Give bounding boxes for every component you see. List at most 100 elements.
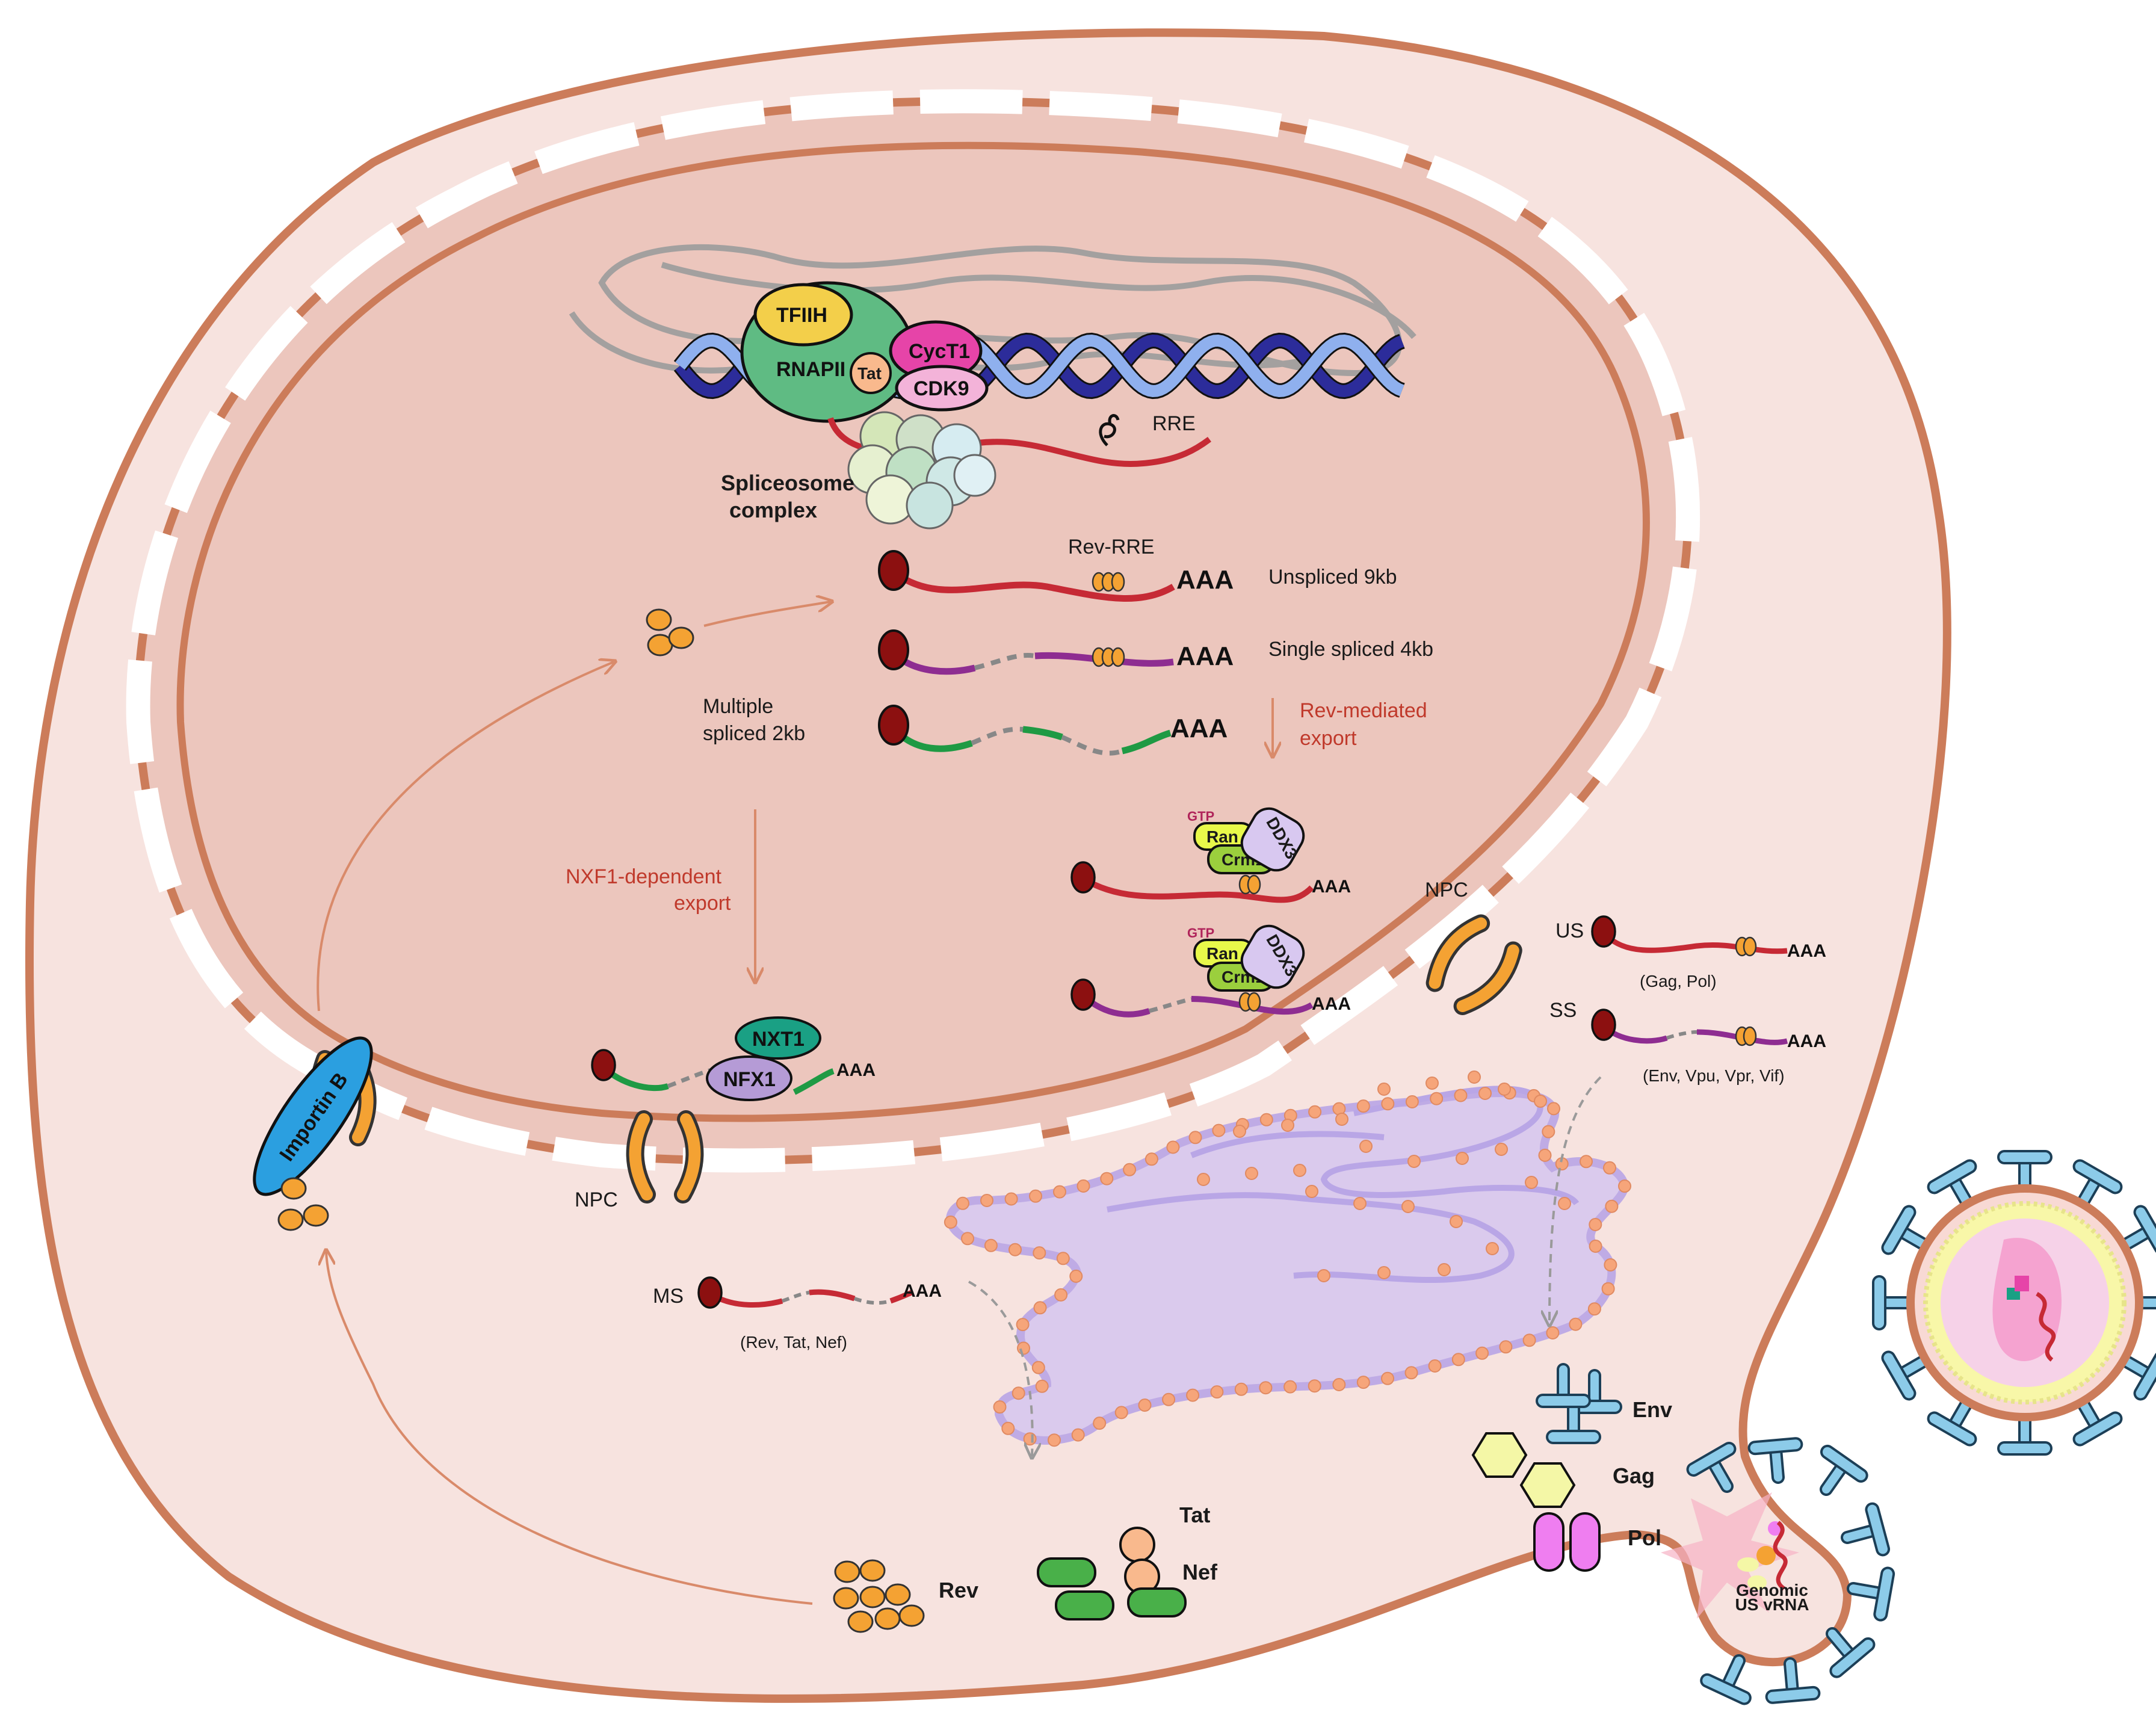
- ribosome-dot: [1281, 1119, 1294, 1132]
- tat-small-label: Tat: [857, 364, 882, 383]
- ribosome-dot: [1604, 1258, 1617, 1271]
- rev-import-arrow: [317, 662, 614, 1012]
- ms-mrna-cytoplasm: AAA: [697, 1276, 942, 1309]
- aaa-label: AAA: [836, 1060, 876, 1080]
- ribosome-dot: [1076, 1179, 1090, 1193]
- gag-label: Gag: [1613, 1463, 1655, 1488]
- mature-virion: [1879, 1157, 2156, 1448]
- aaa-label: AAA: [1787, 941, 1826, 961]
- tat-label: Tat: [1179, 1503, 1210, 1527]
- tfiih-factor: [753, 283, 853, 347]
- ribosome-dot: [1332, 1378, 1346, 1391]
- ribosome-dot: [1259, 1381, 1273, 1395]
- pol-label: Pol: [1628, 1525, 1661, 1550]
- ribosome-dot: [1054, 1288, 1068, 1302]
- env-spike: [2004, 1157, 2045, 1188]
- rre-label: RRE: [1152, 412, 1196, 435]
- ribosome-dot: [1377, 1266, 1391, 1279]
- env-spike: [1879, 1282, 1910, 1323]
- ribosome-dot: [1093, 1417, 1107, 1430]
- aaa-label: AAA: [1312, 994, 1351, 1014]
- ribosome-dot: [1017, 1341, 1030, 1355]
- us-products-label: (Gag, Pol): [1640, 972, 1717, 990]
- ribosome-dot: [980, 1194, 993, 1207]
- ribosome-dot: [1381, 1371, 1394, 1385]
- rev-label: Rev: [939, 1578, 978, 1602]
- ribosome-dot: [1605, 1199, 1619, 1213]
- ribosome-dot: [1308, 1379, 1321, 1393]
- nuclear-pore-complex-bottom: [626, 1110, 704, 1203]
- ribosome-dot: [1035, 1379, 1049, 1393]
- rev-return-arrow: [326, 1252, 813, 1605]
- nuclear-pore-complex-right: [1425, 914, 1522, 1016]
- cdk9-kinase: [895, 365, 989, 412]
- ribosome-dot: [1428, 1359, 1442, 1373]
- multiple-spliced-label-2: spliced 2kb: [703, 722, 805, 745]
- crm1-export-complex-ss: AAA Ran Crm1 DDX3 GTP: [1070, 924, 1351, 1018]
- ribosome-dot: [1283, 1380, 1297, 1394]
- ribosome-dot: [1293, 1164, 1306, 1177]
- aaa-label: AAA: [1787, 1031, 1826, 1051]
- budding-virion: Genomic US vRNA: [1661, 1492, 1809, 1619]
- ribosome-dot: [1212, 1123, 1226, 1137]
- ribosome-dot: [1031, 1361, 1045, 1374]
- single-spliced-mrna: AAA: [878, 629, 1234, 675]
- ribosome-dot: [1438, 1263, 1451, 1276]
- ribosome-dot: [1356, 1376, 1370, 1389]
- nef-proteins: [1037, 1557, 1187, 1620]
- ribosome-dot: [1100, 1172, 1114, 1185]
- spliceosome-label-2: complex: [729, 498, 817, 522]
- ribosome-dot: [944, 1216, 957, 1229]
- genomic-label-2: US vRNA: [1735, 1595, 1809, 1614]
- ms-label: MS: [653, 1285, 684, 1308]
- ribosome-dot: [1450, 1215, 1463, 1228]
- ribosome-dot: [1004, 1192, 1018, 1206]
- ribosome-dot: [1475, 1346, 1489, 1360]
- ribosome-dot: [1468, 1071, 1481, 1084]
- ribosome-dot: [1580, 1155, 1593, 1169]
- multiple-spliced-label-1: Multiple: [703, 695, 773, 718]
- ribosome-dot: [1430, 1092, 1444, 1105]
- ribosome-dot: [1589, 1240, 1602, 1253]
- ss-label: SS: [1549, 999, 1577, 1022]
- nfx1-label: NFX1: [723, 1068, 776, 1091]
- ribosome-dot: [1210, 1385, 1224, 1399]
- env-label: Env: [1632, 1397, 1672, 1422]
- aaa-label: AAA: [903, 1281, 942, 1301]
- nuclear-envelope-lumen: [126, 89, 1700, 1173]
- ran-label: Ran: [1206, 944, 1238, 963]
- multiple-spliced-mrna: AAA: [878, 705, 1228, 756]
- rre-hairpin: [1099, 414, 1120, 446]
- aaa-label: AAA: [1170, 714, 1228, 743]
- ribosome-dot: [1071, 1428, 1085, 1442]
- ribosome-dot: [1407, 1155, 1421, 1168]
- ribosome-dot: [993, 1400, 1007, 1414]
- ribosome-dot: [1587, 1302, 1601, 1316]
- ss-mrna-cytoplasm: AAA: [1591, 1009, 1826, 1051]
- ran-label: Ran: [1206, 827, 1238, 846]
- single-spliced-label: Single spliced 4kb: [1268, 638, 1433, 661]
- ribosome-dot: [1123, 1163, 1137, 1176]
- ribosome-dot: [984, 1238, 998, 1252]
- ribosome-dot: [1308, 1105, 1322, 1119]
- ribosome-dot: [1056, 1252, 1070, 1265]
- ribosome-dot: [1197, 1173, 1210, 1186]
- ribosome-dot: [1425, 1077, 1439, 1090]
- ribosome-dot: [1144, 1152, 1158, 1166]
- ribosome-dot: [1305, 1185, 1318, 1198]
- ribosome-dot: [1356, 1099, 1370, 1113]
- unspliced-label: Unspliced 9kb: [1268, 566, 1397, 589]
- ribosome-dot: [956, 1196, 969, 1210]
- ribosome-dot: [1233, 1125, 1246, 1138]
- us-mrna-cytoplasm: AAA: [1591, 915, 1826, 961]
- ribosome-dot: [1033, 1301, 1047, 1315]
- ribosome-dot: [1353, 1197, 1367, 1210]
- env-spike: [2004, 1417, 2045, 1448]
- ribosome-dot: [1401, 1200, 1415, 1213]
- ribosome-dot: [1522, 1333, 1536, 1347]
- tat-protein-small: [850, 352, 892, 394]
- ribosome-dot: [1186, 1388, 1200, 1402]
- ribosome-dot: [1601, 1282, 1615, 1296]
- crm1-export-complex-us: AAA Ran Crm1 DDX3 GTP: [1070, 807, 1351, 903]
